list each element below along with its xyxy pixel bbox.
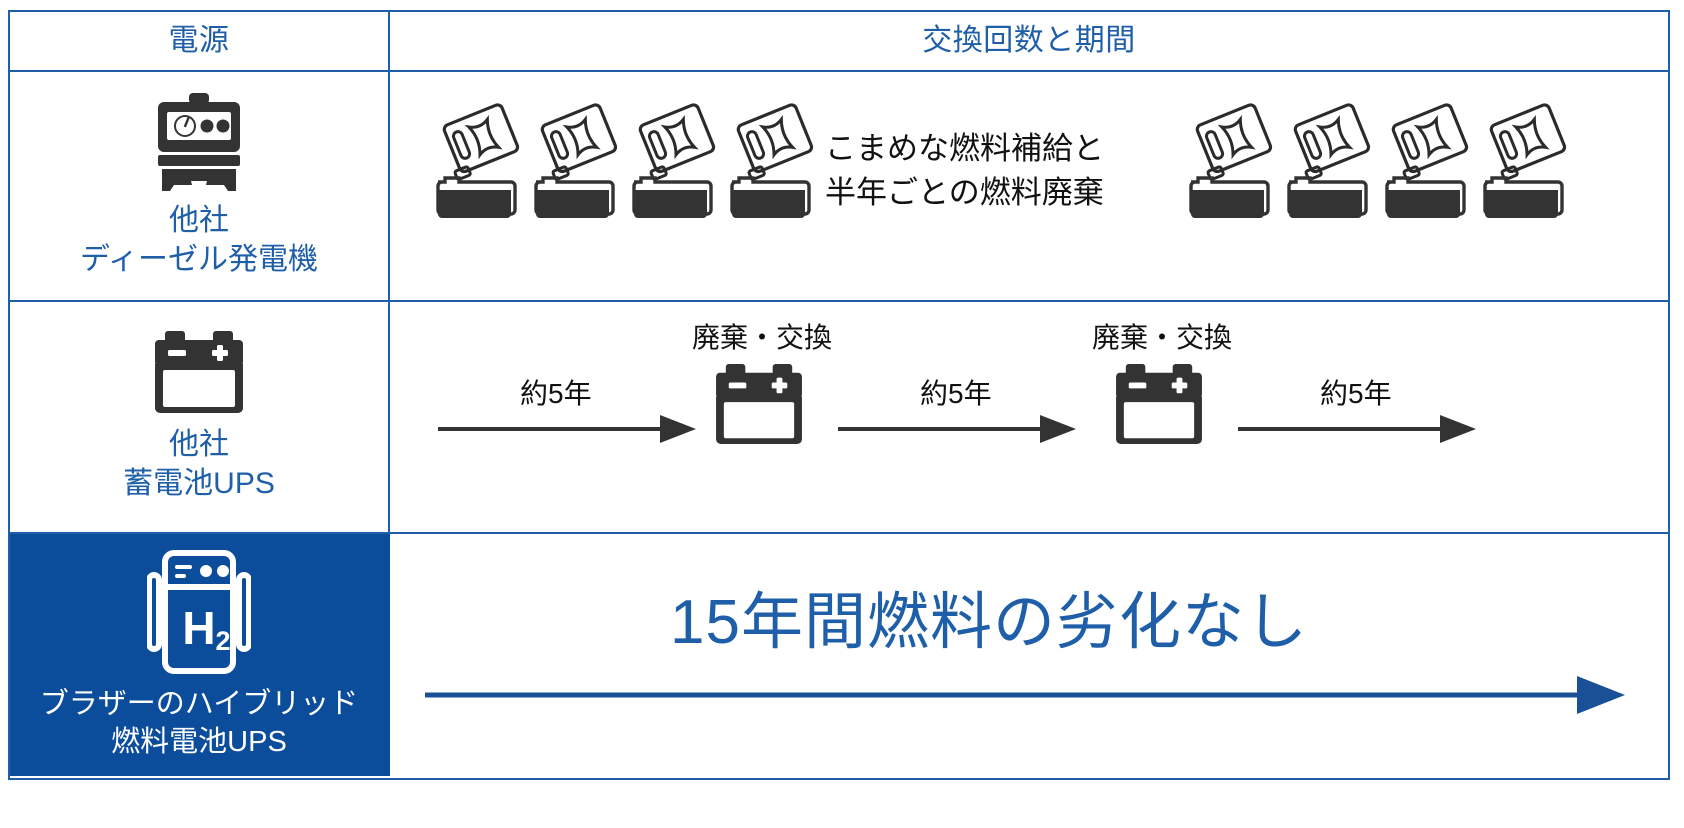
row-label-cell-diesel: 他社 ディーゼル発電機 — [10, 72, 390, 300]
fuel-can-pour-icon — [1283, 100, 1375, 218]
segment-label-2: 約5年 — [920, 378, 992, 409]
fuel-can-pour-icon — [432, 100, 524, 218]
row-label-battery: 他社 蓄電池UPS — [123, 428, 275, 500]
table-header-row: 電源 交換回数と期間 — [10, 12, 1668, 72]
row-label-cell-battery: 他社 蓄電池UPS — [10, 302, 390, 532]
timeline-arrow-1 — [438, 415, 696, 443]
header-cell-power-source: 電源 — [10, 12, 390, 70]
fuel-can-pour-icon — [726, 100, 818, 218]
timeline-arrow-3 — [1238, 415, 1476, 443]
car-battery-icon — [712, 364, 806, 451]
long-right-arrow-blue — [425, 676, 1625, 714]
row-label-fuelcell: ブラザーのハイブリッド 燃料電池UPS — [39, 688, 359, 758]
comparison-table: 電源 交換回数と期間 — [8, 10, 1670, 780]
row-label-cell-fuelcell: H 2 ブラザーのハイブリッド 燃料電池UPS — [10, 534, 390, 776]
fuel-group-right — [1185, 100, 1571, 218]
car-battery-icon — [151, 331, 247, 420]
row-content-cell-diesel: こまめな燃料補給と 半年ごとの燃料廃棄 — [390, 72, 1668, 300]
row-content-cell-battery: 約5年 廃棄・交換 — [390, 302, 1668, 532]
row-label-diesel: 他社 ディーゼル発電機 — [80, 204, 318, 276]
header-label-power-source: 電源 — [168, 24, 230, 57]
generator-icon — [145, 93, 253, 196]
table-row: 他社 蓄電池UPS 約5年 廃棄・交換 — [10, 302, 1668, 534]
fuel-can-pour-icon — [1381, 100, 1473, 218]
header-label-replacement: 交換回数と期間 — [922, 24, 1136, 57]
svg-text:2: 2 — [215, 626, 230, 656]
fuel-can-pour-icon — [1185, 100, 1277, 218]
diesel-note: こまめな燃料補給と 半年ごとの燃料廃棄 — [825, 131, 1104, 211]
fuel-can-pour-icon — [1479, 100, 1571, 218]
swap-label-2: 廃棄・交換 — [1092, 322, 1233, 353]
header-cell-replacement: 交換回数と期間 — [390, 12, 1668, 70]
fuel-can-pour-icon — [628, 100, 720, 218]
table-row: 他社 ディーゼル発電機 — [10, 72, 1668, 302]
svg-text:H: H — [182, 602, 215, 654]
segment-label-1: 約5年 — [520, 378, 592, 409]
fuel-group-left — [432, 100, 818, 218]
table-row: H 2 ブラザーのハイブリッド 燃料電池UPS 15年間燃料の劣化なし — [10, 534, 1668, 776]
row-content-cell-fuelcell: 15年間燃料の劣化なし — [390, 534, 1668, 776]
swap-label-1: 廃棄・交換 — [692, 322, 833, 353]
car-battery-icon — [1112, 364, 1206, 451]
h2-fuel-cell-icon: H 2 — [146, 549, 252, 680]
fuel-can-pour-icon — [530, 100, 622, 218]
fuelcell-claim: 15年間燃料の劣化なし — [670, 588, 1308, 657]
segment-label-3: 約5年 — [1320, 378, 1392, 409]
timeline-arrow-2 — [838, 415, 1076, 443]
